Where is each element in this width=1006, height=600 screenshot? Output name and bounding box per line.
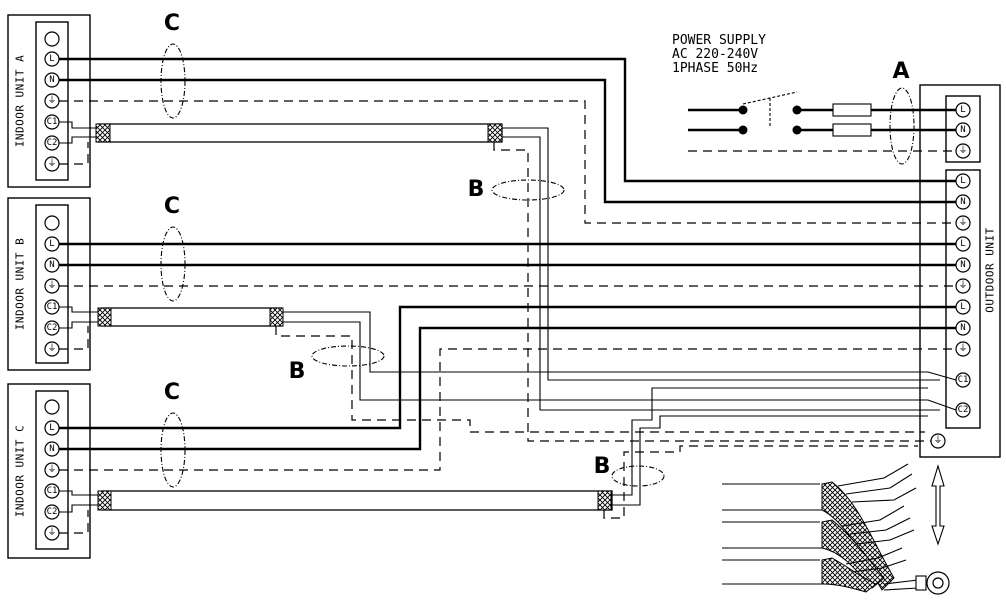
svg-text:C1: C1 — [47, 117, 58, 127]
svg-text:N: N — [49, 75, 54, 85]
fuse — [832, 123, 872, 137]
svg-text:B: B — [594, 454, 611, 479]
svg-text:⏚: ⏚ — [958, 343, 967, 354]
indoor-unit-c: INDOOR UNIT C L N ⏚ C1 C2 ⏚ — [7, 383, 91, 559]
power-supply-title: POWER SUPPLY — [672, 33, 766, 48]
svg-text:L: L — [49, 239, 54, 249]
svg-text:C1: C1 — [47, 486, 58, 496]
power-supply: POWER SUPPLY AC 220-240V 1PHASE 50Hz A — [672, 33, 956, 165]
cable-marker-c: C — [164, 11, 180, 36]
outdoor-unit-label: OUTDOOR UNIT — [984, 227, 997, 312]
svg-text:L: L — [960, 105, 965, 115]
svg-text:C2: C2 — [47, 507, 58, 517]
indoor-unit-a-label: INDOOR UNIT A — [14, 55, 27, 148]
svg-text:C1: C1 — [958, 375, 969, 385]
svg-text:C: C — [164, 380, 180, 405]
terminal-blank — [44, 31, 60, 47]
svg-text:N: N — [960, 125, 965, 135]
svg-text:L: L — [960, 176, 965, 186]
indoor-unit-b: INDOOR UNIT B L N ⏚ C1 C2 ⏚ — [7, 197, 91, 371]
svg-text:⏚: ⏚ — [958, 280, 967, 291]
svg-text:⏚: ⏚ — [933, 435, 942, 446]
cable-marker-a: A — [892, 59, 909, 84]
cable-end-detail — [722, 463, 950, 595]
power-supply-phase: 1PHASE 50Hz — [672, 61, 758, 76]
double-arrow-icon — [931, 464, 945, 546]
wiring-unit-c: C B — [59, 305, 956, 534]
indoor-unit-a-terminals: L N ⏚ C1 C2 ⏚ — [44, 31, 60, 172]
indoor-unit-c-label: INDOOR UNIT C — [14, 425, 27, 518]
svg-text:N: N — [960, 260, 965, 270]
wiring-unit-a: C B — [59, 11, 956, 442]
svg-text:L: L — [49, 423, 54, 433]
wiring-unit-b: C B — [59, 194, 957, 433]
svg-text:B: B — [289, 359, 306, 384]
svg-text:C2: C2 — [47, 323, 58, 333]
svg-text:N: N — [960, 323, 965, 333]
indoor-unit-b-label: INDOOR UNIT B — [14, 238, 27, 331]
svg-text:⏚: ⏚ — [47, 464, 56, 475]
svg-text:C1: C1 — [47, 302, 58, 312]
cable-marker-b: B — [468, 177, 485, 202]
svg-text:C2: C2 — [47, 138, 58, 148]
svg-text:L: L — [960, 302, 965, 312]
svg-text:⏚: ⏚ — [47, 527, 56, 538]
svg-text:⏚: ⏚ — [47, 280, 56, 291]
power-supply-voltage: AC 220-240V — [672, 47, 758, 62]
indoor-unit-c-terminals: L N ⏚ C1 C2 ⏚ — [44, 399, 60, 541]
svg-text:C2: C2 — [958, 405, 969, 415]
cable-marker-a-ellipse — [889, 87, 915, 165]
svg-text:C: C — [164, 194, 180, 219]
svg-text:⏚: ⏚ — [47, 343, 56, 354]
svg-text:L: L — [960, 239, 965, 249]
svg-text:N: N — [49, 260, 54, 270]
svg-text:⏚: ⏚ — [958, 217, 967, 228]
svg-text:L: L — [49, 54, 54, 64]
svg-text:N: N — [960, 197, 965, 207]
svg-text:⏚: ⏚ — [47, 158, 56, 169]
svg-text:N: N — [49, 444, 54, 454]
svg-text:⏚: ⏚ — [958, 145, 967, 156]
svg-text:⏚: ⏚ — [47, 95, 56, 106]
fuse — [832, 103, 872, 117]
